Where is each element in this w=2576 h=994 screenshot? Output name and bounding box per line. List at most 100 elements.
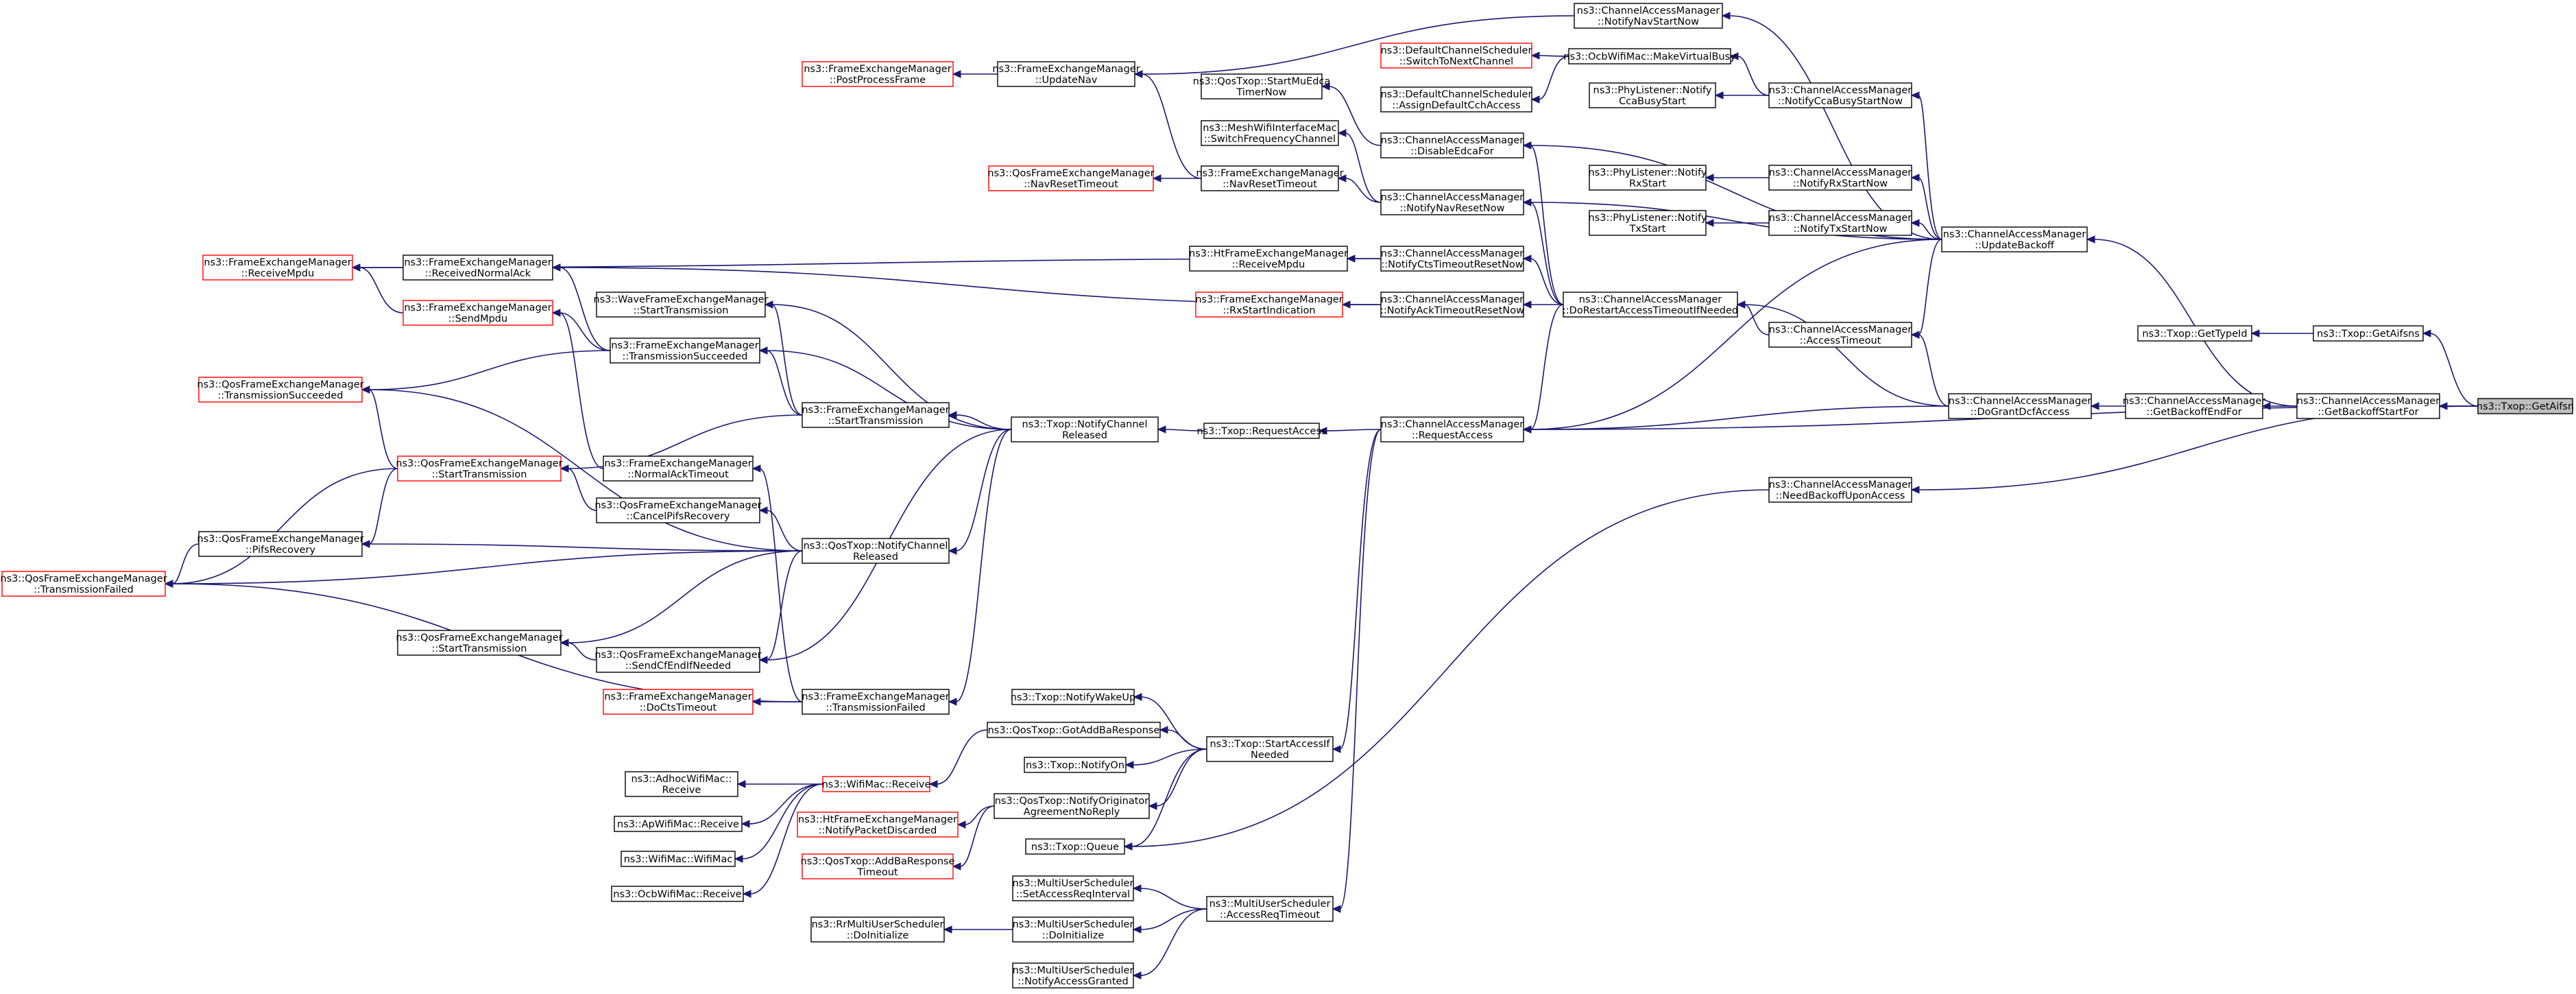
- node-label: ns3::DefaultChannelScheduler: [1381, 45, 1532, 56]
- call-edge: [1729, 15, 1942, 240]
- function-node-fem-starttransmission[interactable]: ns3::FrameExchangeManager::StartTransmis…: [802, 402, 950, 428]
- node-label: ::AccessReqTimeout: [1220, 910, 1321, 921]
- function-node-qosfem-transmissionfailed[interactable]: ns3::QosFrameExchangeManager::Transmissi…: [0, 571, 167, 597]
- function-node-notifynavresetnow[interactable]: ns3::ChannelAccessManager::NotifyNavRese…: [1380, 189, 1524, 215]
- node-box: [1768, 477, 1912, 503]
- function-node-updatebackoff[interactable]: ns3::ChannelAccessManager::UpdateBackoff: [1941, 226, 2088, 252]
- function-node-notifyccabusystartnow[interactable]: ns3::ChannelAccessManager::NotifyCcaBusy…: [1768, 82, 1912, 108]
- function-node-qosfem-navresettimeout[interactable]: ns3::QosFrameExchangeManager::NavResetTi…: [987, 165, 1155, 191]
- function-node-defaultchannelscheduler-assigndefaultcchaccess[interactable]: ns3::DefaultChannelScheduler::AssignDefa…: [1380, 86, 1532, 113]
- function-node-fem-updatenav[interactable]: ns3::FrameExchangeManager::UpdateNav: [992, 61, 1140, 87]
- node-label: ns3::QosTxop::StartMuEdca: [1193, 76, 1331, 87]
- function-node-fem-transmissionsucceeded[interactable]: ns3::FrameExchangeManager::TransmissionS…: [610, 338, 760, 364]
- function-node-phylistener-notifyrxstart[interactable]: ns3::PhyListener::NotifyRxStart: [1589, 165, 1707, 191]
- node-label: ::StartTransmission: [634, 305, 729, 316]
- node-box: [611, 886, 744, 902]
- call-edge-arrowhead: [1721, 12, 1731, 20]
- function-node-accesstimeout[interactable]: ns3::ChannelAccessManager::AccessTimeout: [1768, 322, 1912, 348]
- call-edge: [1530, 202, 1942, 240]
- call-edge-arrowhead: [1124, 761, 1134, 769]
- function-node-txop-notifyon[interactable]: ns3::Txop::NotifyOn: [1024, 757, 1127, 773]
- function-node-qosfem-starttransmission-red[interactable]: ns3::QosFrameExchangeManager::StartTrans…: [396, 455, 563, 482]
- function-node-notifyctstimeoutresetnow[interactable]: ns3::ChannelAccessManager::NotifyCtsTime…: [1380, 246, 1524, 272]
- function-node-getbackoffendfor[interactable]: ns3::ChannelAccessManager::GetBackoffEnd…: [2123, 393, 2266, 419]
- function-node-htfem-receivempdu[interactable]: ns3::HtFrameExchangeManager::ReceiveMpdu: [1189, 246, 1348, 272]
- function-node-txop-queue[interactable]: ns3::Txop::Queue: [1025, 838, 1125, 855]
- function-node-fem-normalacktimeout[interactable]: ns3::FrameExchangeManager::NormalAckTime…: [603, 455, 754, 482]
- node-label: ns3::FrameExchangeManager: [404, 257, 551, 268]
- function-node-needbackoffuponaccess[interactable]: ns3::ChannelAccessManager::NeedBackoffUp…: [1768, 477, 1912, 503]
- function-node-fem-receivempdu[interactable]: ns3::FrameExchangeManager::ReceiveMpdu: [202, 255, 353, 281]
- call-edge: [749, 783, 823, 895]
- function-node-htfem-notifypacketdiscarded[interactable]: ns3::HtFrameExchangeManager::NotifyPacke…: [797, 812, 959, 838]
- node-label: ::AssignDefaultCchAccess: [1392, 100, 1520, 111]
- function-node-getaifsn[interactable]: ns3::Txop::GetAifsn: [2477, 398, 2574, 414]
- node-box: [1380, 189, 1524, 215]
- function-node-txop-getaifsns[interactable]: ns3::Txop::GetAifsns: [2313, 325, 2424, 342]
- function-node-ocbwifimac-makevirtualbusy[interactable]: ns3::OcbWifiMac::MakeVirtualBusy: [1563, 48, 1736, 64]
- function-node-txop-requestaccess[interactable]: ns3::Txop::RequestAccess: [1196, 423, 1327, 439]
- function-node-mus-accessreqtimeout[interactable]: ns3::MultiUserScheduler::AccessReqTimeou…: [1206, 896, 1334, 922]
- call-edge-arrowhead: [758, 656, 768, 664]
- function-node-disableedcafor[interactable]: ns3::ChannelAccessManager::DisableEdcaFo…: [1380, 132, 1524, 158]
- node-label: ::TransmissionFailed: [34, 584, 134, 595]
- function-node-fem-transmissionfailed[interactable]: ns3::FrameExchangeManager::TransmissionF…: [802, 689, 950, 715]
- function-node-dograntdcfaccess[interactable]: ns3::ChannelAccessManager::DoGrantDcfAcc…: [1948, 393, 2092, 419]
- function-node-fem-docstimeout[interactable]: ns3::FrameExchangeManager::DoCtsTimeout: [603, 689, 754, 715]
- function-node-apwifimac-receive[interactable]: ns3::ApWifiMac::Receive: [614, 816, 743, 832]
- function-node-qosfem-transmissionsucceeded[interactable]: ns3::QosFrameExchangeManager::Transmissi…: [197, 377, 364, 403]
- function-node-qosfem-cancelpifsrecovery[interactable]: ns3::QosFrameExchangeManager::CancelPifs…: [594, 497, 762, 523]
- function-node-gettypeid[interactable]: ns3::Txop::GetTypeId: [2137, 325, 2252, 342]
- node-box: [994, 793, 1150, 819]
- node-label: ns3::ChannelAccessManager: [1943, 229, 2086, 240]
- function-node-qosfem-sendcfendifneeded[interactable]: ns3::QosFrameExchangeManager::SendCfEndI…: [594, 647, 762, 673]
- function-node-requestaccess[interactable]: ns3::ChannelAccessManager::RequestAccess: [1380, 416, 1524, 442]
- node-box: [1380, 86, 1532, 113]
- function-node-phylistener-notifytxstart[interactable]: ns3::PhyListener::NotifyTxStart: [1589, 210, 1707, 236]
- call-edge: [567, 642, 597, 661]
- call-edge: [766, 350, 803, 416]
- function-node-rrmus-doinitialize[interactable]: ns3::RrMultiUserScheduler::DoInitialize: [810, 916, 945, 943]
- function-node-dorestartaccesstimeoutifneeded[interactable]: ns3::ChannelAccessManager::DoRestartAcce…: [1563, 292, 1738, 318]
- node-label: TxStart: [1629, 224, 1666, 235]
- function-node-ocbwifimac-receive[interactable]: ns3::OcbWifiMac::Receive: [611, 886, 744, 902]
- function-node-notifynavstartnow[interactable]: ns3::ChannelAccessManager::NotifyNavStar…: [1574, 3, 1723, 29]
- function-node-wavefem-starttransmission[interactable]: ns3::WaveFrameExchangeManager::StartTran…: [593, 292, 769, 318]
- node-label: ns3::DefaultChannelScheduler: [1381, 89, 1532, 100]
- function-node-fem-rxstartindication[interactable]: ns3::FrameExchangeManager::RxStartIndica…: [1195, 292, 1343, 318]
- function-node-qostxop-gotaddbaresponse[interactable]: ns3::QosTxop::GotAddBaResponse: [987, 722, 1161, 738]
- node-label: ::NormalAckTimeout: [627, 469, 729, 480]
- function-node-defaultchannelscheduler-switchtonextchannel[interactable]: ns3::DefaultChannelScheduler::SwitchToNe…: [1380, 43, 1532, 69]
- function-node-mus-notifyaccessgranted[interactable]: ns3::MultiUserScheduler::NotifyAccessGra…: [1012, 962, 1134, 989]
- function-node-adhocwifimac-receive[interactable]: ns3::AdhocWifiMac::Receive: [625, 771, 738, 797]
- function-node-notifytxstartnow[interactable]: ns3::ChannelAccessManager::NotifyTxStart…: [1768, 210, 1912, 236]
- function-node-qosfem-starttransmission[interactable]: ns3::QosFrameExchangeManager::StartTrans…: [396, 630, 563, 656]
- function-node-getbackoffstartfor[interactable]: ns3::ChannelAccessManager::GetBackoffSta…: [2296, 393, 2440, 419]
- function-node-notifyrxstartnow[interactable]: ns3::ChannelAccessManager::NotifyRxStart…: [1768, 165, 1912, 191]
- call-edge-arrowhead: [751, 464, 761, 473]
- function-node-qosfem-pifsrecovery[interactable]: ns3::QosFrameExchangeManager::PifsRecove…: [197, 531, 364, 557]
- function-node-fem-postprocessframe[interactable]: ns3::FrameExchangeManager::PostProcessFr…: [802, 61, 954, 87]
- function-node-fem-receivednormalack[interactable]: ns3::FrameExchangeManager::ReceivedNorma…: [402, 255, 553, 281]
- function-node-fem-navresettimeout[interactable]: ns3::FrameExchangeManager::NavResetTimeo…: [1196, 165, 1344, 191]
- function-node-phylistener-notifyccabusystart[interactable]: ns3::PhyListener::NotifyCcaBusyStart: [1589, 82, 1716, 108]
- function-node-wifimac-wifimac[interactable]: ns3::WifiMac::WifiMac: [621, 851, 736, 867]
- node-box: [402, 300, 553, 326]
- function-node-notifyacktimeoutresetnow[interactable]: ns3::ChannelAccessManager::NotifyAckTime…: [1380, 292, 1524, 318]
- function-node-mus-setaccessreqinterval[interactable]: ns3::MultiUserScheduler::SetAccessReqInt…: [1012, 875, 1134, 901]
- function-node-mus-doinitialize[interactable]: ns3::MultiUserScheduler::DoInitialize: [1012, 916, 1134, 943]
- node-label: ns3::OcbWifiMac::Receive: [613, 889, 741, 900]
- function-node-meshwifiinterfacemac-switchfrequencychannel[interactable]: ns3::MeshWifiInterfaceMac::SwitchFrequen…: [1201, 120, 1339, 146]
- function-node-txop-notifywakeup[interactable]: ns3::Txop::NotifyWakeUp: [1011, 689, 1135, 705]
- call-edge-arrowhead: [741, 820, 750, 828]
- function-node-fem-sendmpdu[interactable]: ns3::FrameExchangeManager::SendMpdu: [402, 300, 553, 326]
- node-box: [625, 771, 738, 797]
- function-node-wifimac-receive[interactable]: ns3::WifiMac::Receive: [822, 776, 931, 792]
- function-node-qostxop-notifyoriginatoragreementnoreply[interactable]: ns3::QosTxop::NotifyOriginatorAgreementN…: [994, 793, 1150, 819]
